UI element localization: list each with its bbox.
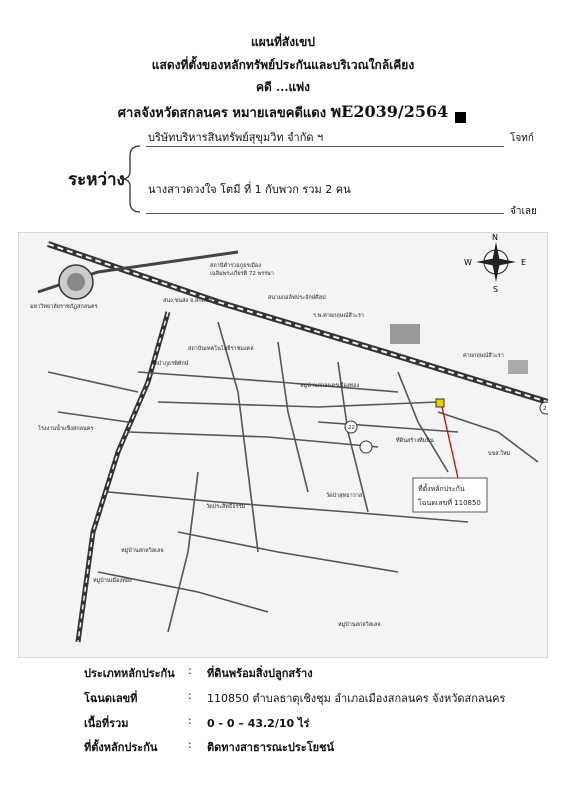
collateral-type-value: ที่ดินพร้อมสิ่งปลูกสร้าง	[207, 667, 313, 680]
callout-title: ที่ตั้งหลักประกัน	[418, 482, 465, 493]
callout-deed: โฉนดเลขที่ 110850	[418, 498, 481, 507]
compass-e: E	[521, 258, 526, 267]
university-seal-icon	[58, 264, 94, 300]
road-number: 22	[348, 425, 355, 431]
total-area-label: เนื้อที่รวม	[84, 717, 129, 730]
map-label: เฉลิมพระเกียรติ 72 พรรษา	[210, 270, 274, 277]
collateral-location-marker	[435, 398, 445, 408]
defendant-role: จำเลย	[510, 206, 537, 217]
map-label: สนามกอล์ฟประจักษ์ศิลป	[268, 294, 326, 301]
deed-number-value: 110850 ตำบลธาตุเชิงชุม อำเภอเมืองสกลนคร …	[207, 692, 506, 705]
between-label: ระหว่าง	[68, 170, 125, 190]
curly-brace-icon	[120, 145, 141, 213]
map-label: ค่ายกฤษณ์สีวะรา	[463, 352, 504, 359]
collateral-type-label: ประเภทหลักประกัน	[84, 667, 175, 680]
road-number: 2	[543, 406, 547, 412]
compass-s: S	[493, 285, 498, 294]
map-label: หมู่บ้านสกลนครเมืองทอง	[300, 382, 359, 389]
case-type: คดี ...แพ่ง	[255, 80, 311, 94]
deed-number-label: โฉนดเลขที่	[84, 692, 138, 705]
local-roads	[47, 321, 539, 633]
map-label: บขส.ใหม่	[488, 450, 511, 457]
map-label: สถาบันเทคโนโลยีราชมงคล	[188, 344, 254, 352]
compass-n: N	[492, 233, 498, 242]
plaintiff-role: โจทก์	[510, 133, 534, 144]
plaintiff-name: บริษัทบริหารสินทรัพย์สุขุมวิท จำกัด ฯ	[148, 131, 324, 144]
compass-w: W	[464, 258, 472, 267]
map-label: สถานีตำรวจภูธรเมือง	[210, 262, 261, 269]
location-map: N E S W สถานีตำรวจภูธรเมือง เฉลิมพระเกีย…	[17, 231, 553, 659]
map-label: สนง.ขนส่ง จ.สกลนคร	[163, 297, 215, 304]
callout-pointer-line	[441, 406, 461, 488]
case-number: พE2039/2564	[330, 102, 449, 121]
court-name: ศาลจังหวัดสกลนคร หมายเลขคดีแดง	[117, 106, 331, 121]
map-subtitle: แสดงที่ตั้งของหลักทรัพย์ประกันและบริเวณใ…	[151, 58, 415, 72]
collateral-location-value: ติดทางสาธารณะประโยชน์	[207, 741, 335, 754]
map-label: ที่ดินสร้างทีมนิน	[396, 436, 434, 444]
separator: :	[188, 738, 192, 751]
compass-rose-icon: N E S W	[464, 233, 526, 294]
map-title: แผนที่สังเขป	[251, 35, 315, 49]
map-label: ร.พ.ค่ายกฤษณ์สีวะรา	[313, 312, 364, 319]
collateral-location-label: ที่ตั้งหลักประกัน	[84, 741, 158, 754]
defendant-underline	[146, 213, 504, 214]
map-label: หมู่บ้านเมืองทอง	[93, 577, 132, 584]
map-label: หมู่บ้านสกลวิลเลจ	[121, 547, 164, 554]
map-label: วัดป่าสุทธาวาส	[326, 492, 363, 499]
map-label: หมู่บ้านสกลวิลเลจ	[338, 621, 381, 628]
map-label: โรงงานน้ำแข็งสกลนคร	[38, 424, 93, 432]
plaintiff-underline	[146, 146, 504, 147]
map-label: มหาวิทยาลัยราชภัฏสกลนคร	[30, 303, 98, 310]
defendant-name: นางสาวดวงใจ โตมี ที่ 1 กับพวก รวม 2 คน	[148, 183, 351, 196]
collateral-callout-box	[412, 477, 488, 513]
map-canvas: N E S W สถานีตำรวจภูธรเมือง เฉลิมพระเกีย…	[17, 231, 553, 659]
separator: :	[188, 664, 192, 677]
court-line: ศาลจังหวัดสกลนคร หมายเลขคดีแดง พE2039/25…	[0, 100, 566, 125]
map-label: วัดป่าภูธรพิทักษ์	[151, 360, 189, 367]
black-square-marker	[455, 112, 466, 123]
separator: :	[188, 714, 192, 727]
separator: :	[188, 689, 192, 702]
hospital-building-icon	[390, 324, 420, 344]
total-area-value: 0 - 0 – 43.2/10 ไร่	[207, 717, 310, 730]
camp-building-icon	[508, 360, 528, 374]
map-label: วัดประสิทธิธรรม	[206, 503, 246, 510]
